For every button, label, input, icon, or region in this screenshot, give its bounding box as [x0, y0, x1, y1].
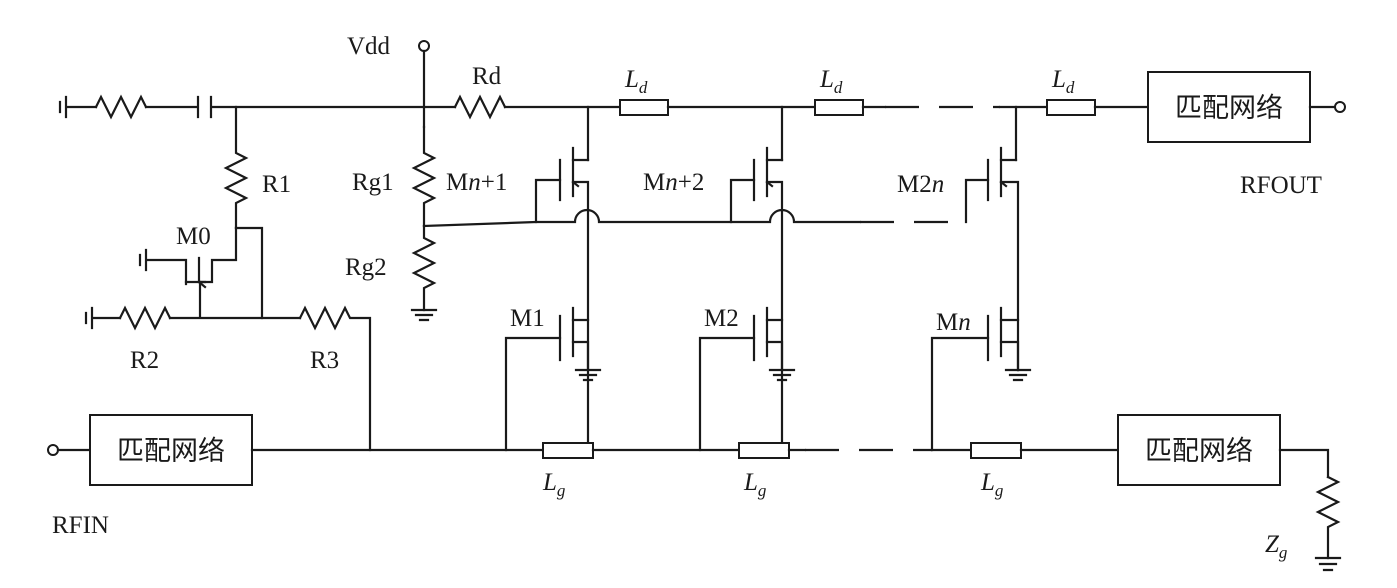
svg-text:Rg2: Rg2 — [345, 254, 387, 281]
svg-text:R1: R1 — [262, 171, 291, 198]
resistor-r2: R2 — [84, 280, 302, 374]
rfin-label: RFIN — [52, 512, 109, 539]
transistor-m2n: M2n — [897, 105, 1020, 372]
svg-text:M1: M1 — [510, 305, 545, 332]
svg-text:匹配网络: 匹配网络 — [1175, 93, 1283, 124]
inductor-lg-2 — [738, 442, 790, 459]
resistor-rd — [453, 94, 507, 120]
svg-text:Mn+1: Mn+1 — [446, 169, 507, 196]
resistor-rg1: Rg1 — [352, 125, 437, 228]
svg-text:匹配网络: 匹配网络 — [117, 436, 225, 467]
svg-text:Mn+2: Mn+2 — [643, 169, 704, 196]
transistor-m2: M2 — [698, 305, 796, 452]
lg-label-3: Lg — [980, 469, 1003, 500]
svg-text:R3: R3 — [310, 347, 339, 374]
input-terminal: RFIN — [47, 444, 109, 539]
svg-text:Zg: Zg — [1265, 531, 1287, 562]
ld-label-2: Ld — [819, 66, 843, 97]
svg-text:Mn: Mn — [936, 309, 971, 336]
input-matching-network: 匹配网络 — [89, 414, 253, 486]
vdd-label: Vdd — [347, 33, 391, 60]
transistor-m1: M1 — [504, 305, 602, 452]
ld-label-3: Ld — [1051, 66, 1075, 97]
transistor-mn: Mn — [930, 306, 1032, 452]
transistor-mn1: Mn+1 — [446, 105, 590, 452]
ld-label-1: Ld — [624, 66, 648, 97]
svg-text:M0: M0 — [176, 223, 211, 250]
gate-line — [250, 442, 1120, 459]
rfout-label: RFOUT — [1240, 172, 1322, 199]
rd-label: Rd — [472, 63, 502, 90]
top-left-resistor — [94, 94, 148, 120]
resistor-r1: R1 — [223, 105, 291, 230]
resistor-r3: R3 — [298, 305, 372, 452]
output-matching-network: 匹配网络 RFOUT — [1147, 71, 1346, 199]
inductor-lg-1 — [542, 442, 594, 459]
svg-text:匹配网络: 匹配网络 — [1145, 436, 1253, 467]
inductor-ld-1 — [619, 99, 669, 116]
resistor-rg2: Rg2 — [345, 224, 438, 322]
top-bias-line — [58, 94, 622, 120]
inductor-ld-3 — [1046, 99, 1096, 116]
transistor-mn2: Mn+2 — [643, 105, 784, 452]
lg-label-2: Lg — [743, 469, 766, 500]
termination-matching-network: 匹配网络 — [1117, 414, 1330, 486]
gate-bias-line — [422, 208, 862, 228]
drain-line — [619, 99, 1150, 116]
lg-label-1: Lg — [542, 469, 565, 500]
resistor-zg: Zg — [1265, 475, 1342, 572]
svg-text:R2: R2 — [130, 347, 159, 374]
svg-text:M2: M2 — [704, 305, 739, 332]
vdd-terminal: Vdd — [347, 33, 430, 129]
inductor-ld-2 — [814, 99, 864, 116]
svg-text:M2n: M2n — [897, 171, 944, 198]
svg-text:Rg1: Rg1 — [352, 169, 394, 196]
inductor-lg-3 — [970, 442, 1022, 459]
